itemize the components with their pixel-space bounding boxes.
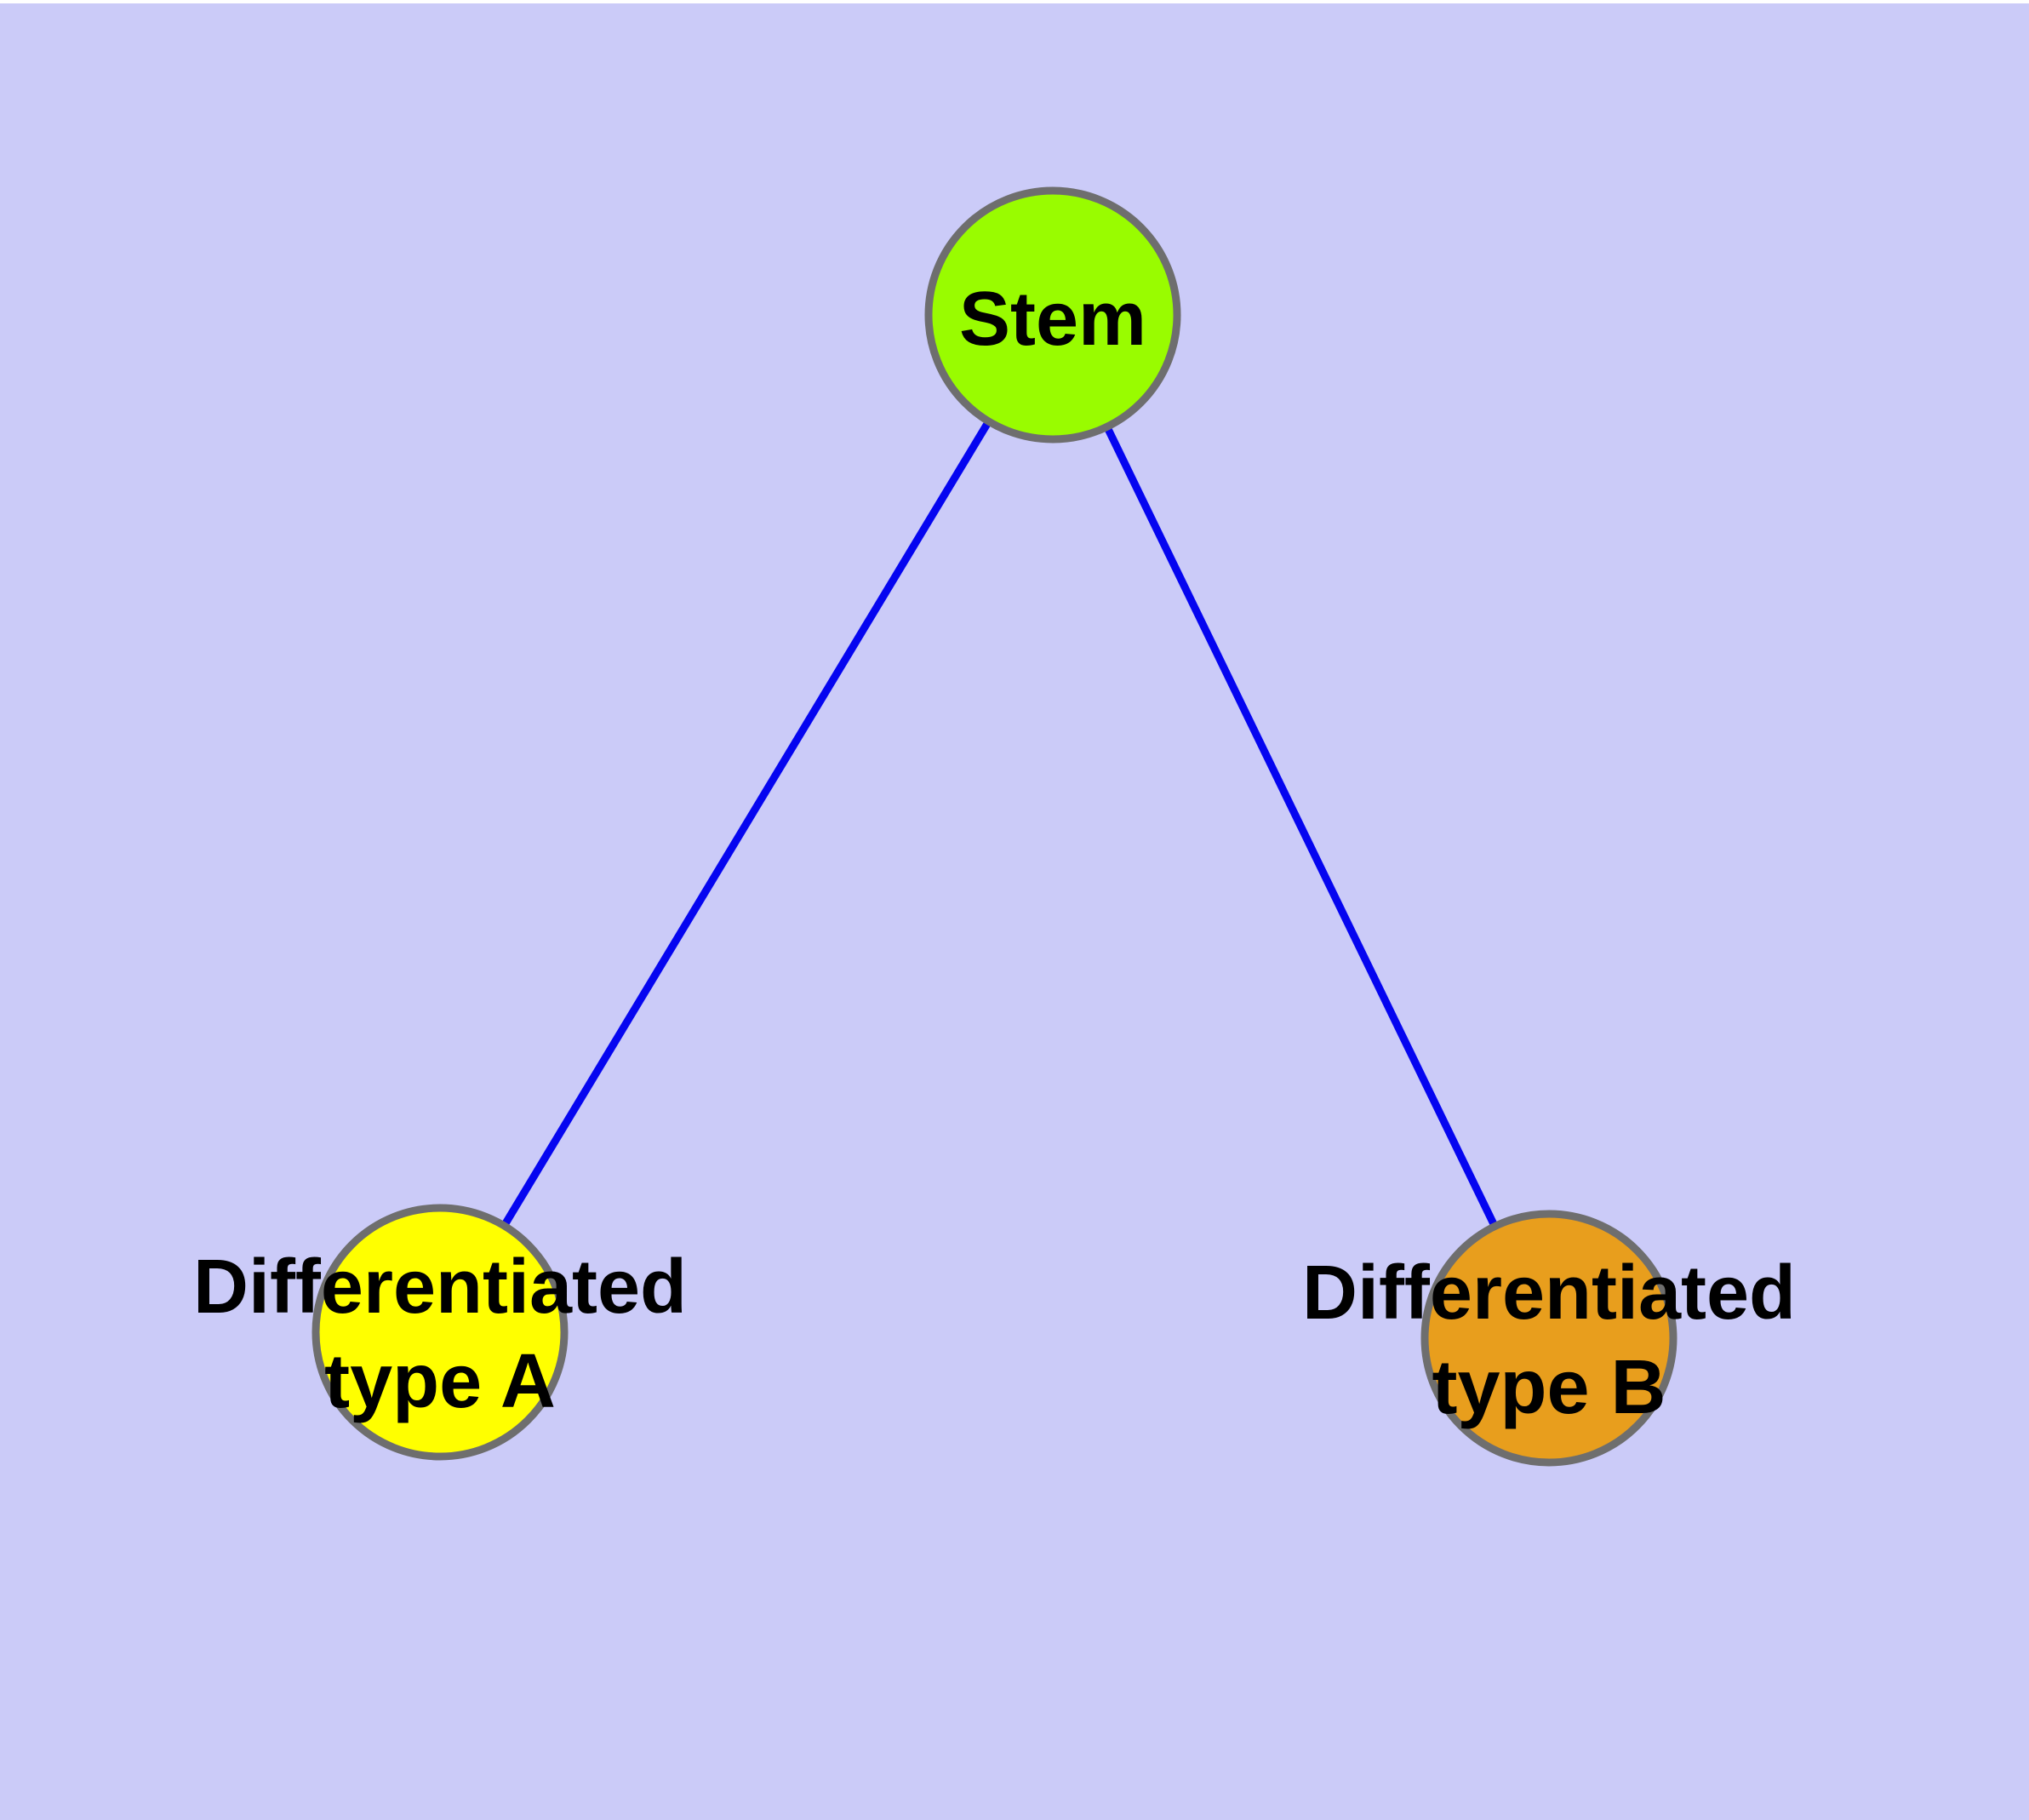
node-differentiated-type-a [311,1204,569,1461]
node-type-b-label-line2: type B [1432,1345,1666,1430]
node-type-b-label-line1: Differentiated [1302,1251,1796,1336]
edge-stem-to-type-b [1049,313,1553,1340]
node-type-a-label-line2: type A [324,1339,556,1424]
node-stem-label: Stem [959,277,1146,362]
node-type-a-label-line1: Differentiated [193,1245,687,1330]
edge-stem-to-type-a [437,312,1056,1335]
node-stem [924,186,1181,444]
node-differentiated-type-b [1420,1210,1677,1467]
